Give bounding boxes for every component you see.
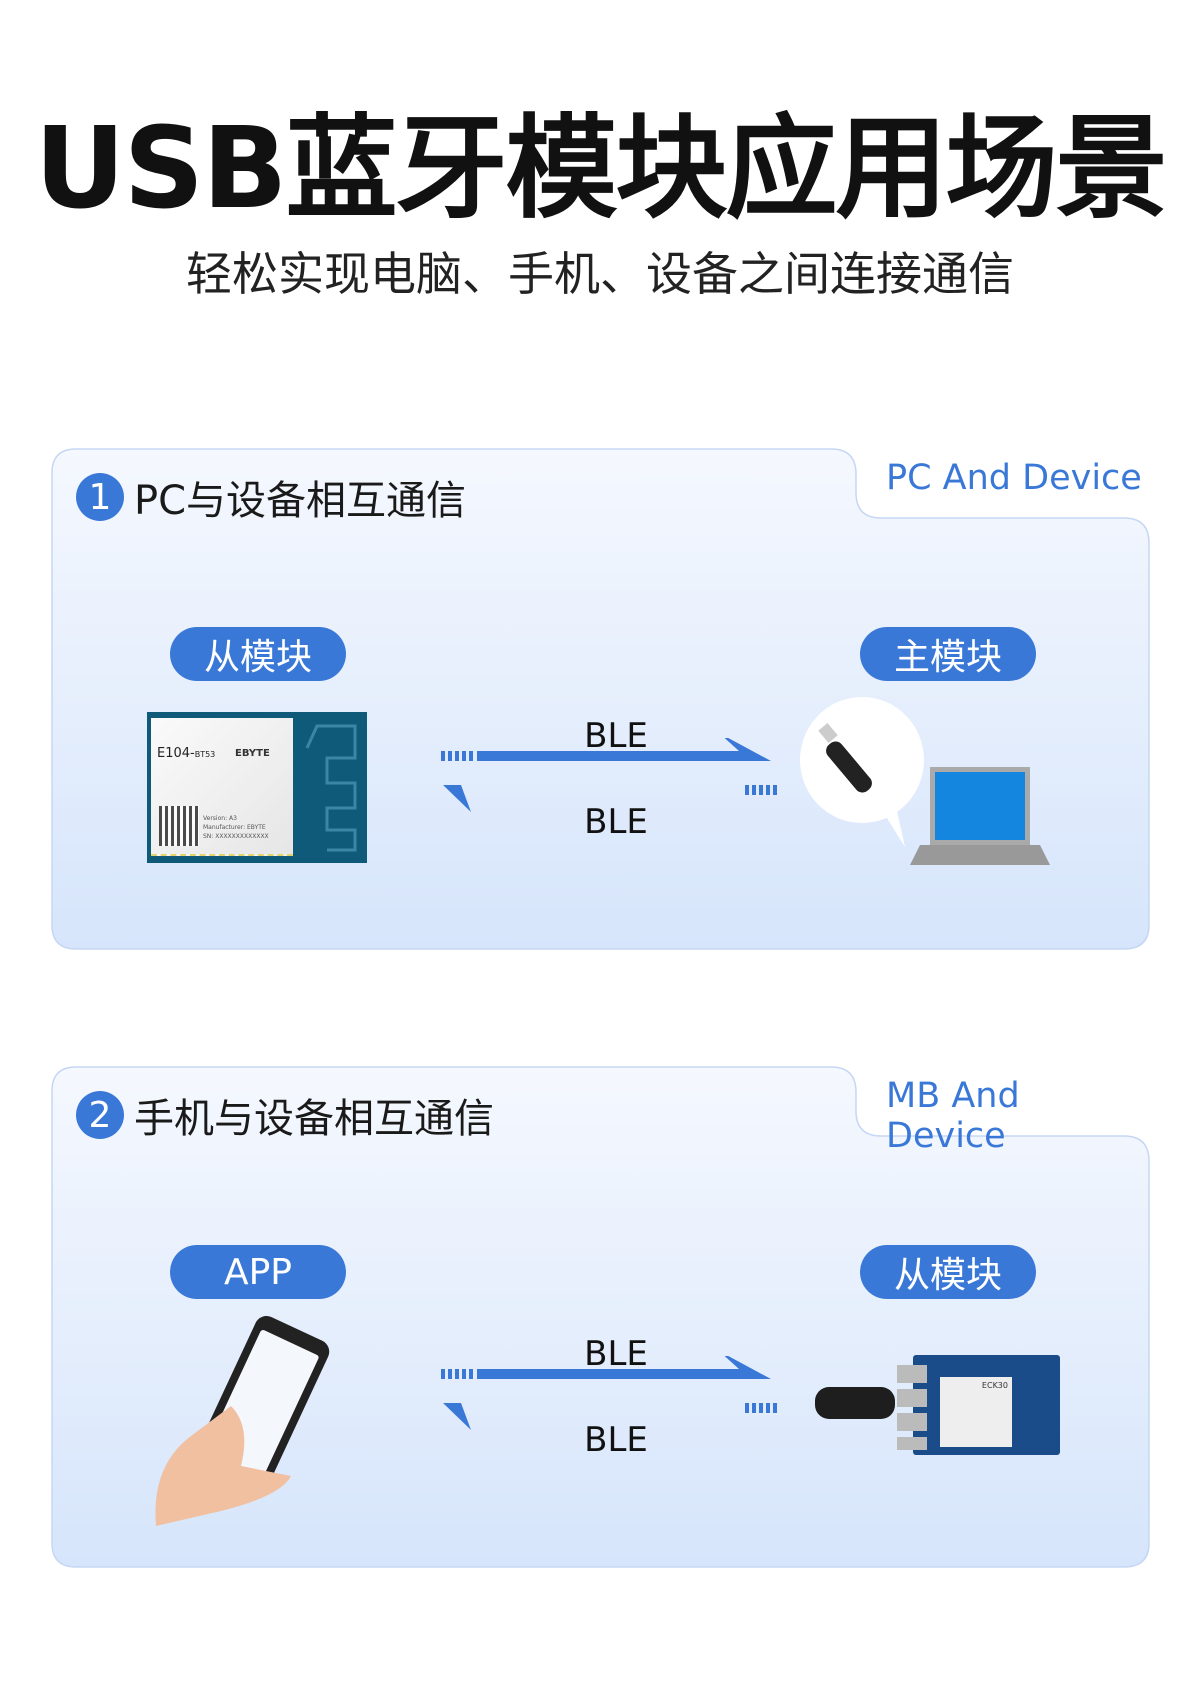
module-model: E104- [157,746,195,761]
section-tab-label: PC And Device [886,458,1142,498]
module-version: Version: A3 [203,815,237,822]
section-title: PC与设备相互通信 [134,478,467,524]
bidirectional-arrow-icon [441,738,777,812]
board-label: ECK30 [940,1377,1012,1447]
laptop-with-usb-dongle-image [818,723,1050,865]
section-tab-label: MB And Device [886,1076,1020,1156]
slave-module-label: 从模块 [170,627,346,681]
bidirectional-arrow-icon [441,1356,777,1430]
slave-module-label: 从模块 [860,1245,1036,1299]
module-model-suffix: BT53 [194,750,216,759]
module-brand: EBYTE [235,748,270,759]
section-number: 1 [76,473,124,521]
ble-module-image: E104-BT53 EBYTE Version: A3 Manufacturer… [147,712,367,863]
qr-code-icon [159,806,199,846]
dev-board-with-usb-dongle-image: ECK30 [815,1355,1060,1465]
page-subtitle: 轻松实现电脑、手机、设备之间连接通信 [186,247,1014,301]
ble-label-top: BLE [584,716,648,756]
section-number: 2 [76,1091,124,1139]
usb-dongle-bubble [800,697,924,823]
section-title: 手机与设备相互通信 [134,1096,494,1142]
app-label: APP [170,1245,346,1299]
ble-label-bottom: BLE [584,802,648,842]
master-module-label: 主模块 [860,627,1036,681]
ble-label-top: BLE [584,1334,648,1374]
page-title: USB蓝牙模块应用场景 [34,104,1168,234]
hand-holding-phone-image [155,1316,330,1526]
antenna-trace-icon [305,724,357,852]
module-manufacturer: Manufacturer: EBYTE [203,824,266,831]
module-sn: SN: XXXXXXXXXXXXX [203,833,269,840]
ble-label-bottom: BLE [584,1420,648,1460]
card-background [51,1066,1150,1568]
